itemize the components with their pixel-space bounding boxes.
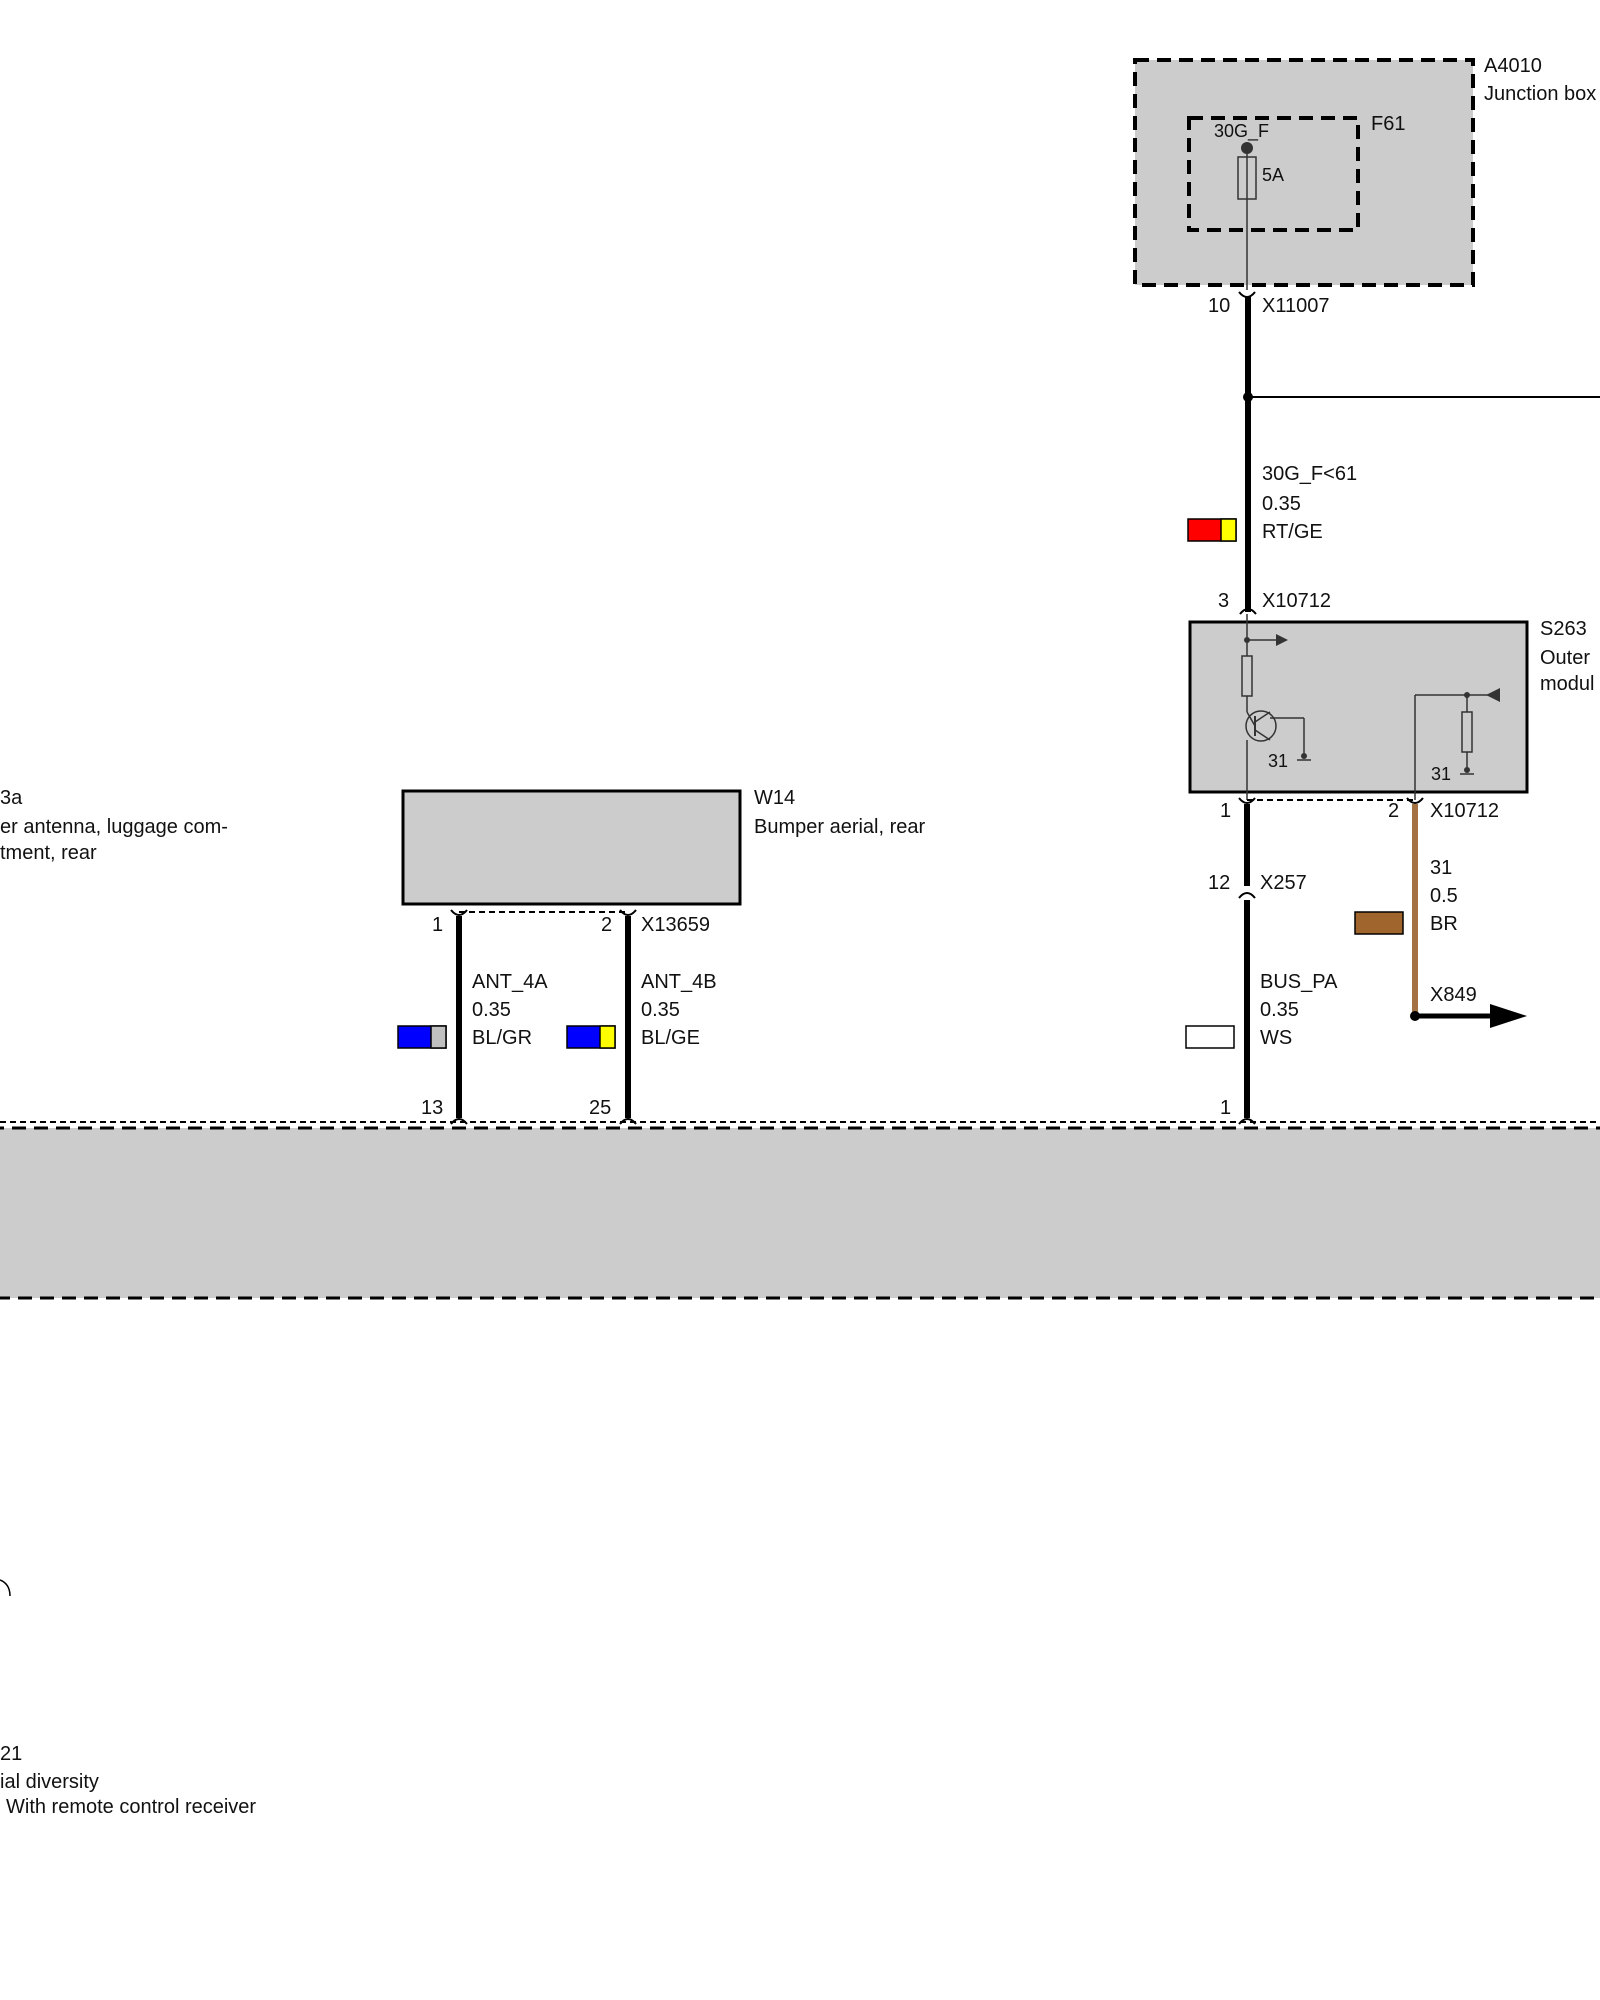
color-swatch-br [1354,911,1404,935]
connector-x257: 12 X257 [1208,872,1307,899]
x10712-top-id: X10712 [1262,590,1331,612]
wire-30g-size: 0.35 [1262,493,1301,515]
left-lower-line1: ial diversity [0,1771,99,1793]
fuse-rating: 5A [1262,165,1284,185]
left-upper-id: 3a [0,787,23,809]
x257-pin: 12 [1208,872,1230,894]
wire-bus-color: WS [1260,1027,1292,1049]
w14-name: Bumper aerial, rear [754,816,926,838]
connector-x13659: 1 2 X13659 [432,909,710,936]
wire-br-size: 0.5 [1430,885,1458,907]
color-swatch-ws [1185,1025,1235,1049]
bottom-pin-1: 1 [1220,1097,1231,1119]
x10712-bottom-pin-left: 1 [1220,800,1231,822]
x13659-id: X13659 [641,914,710,936]
wire-ant4b-color: BL/GE [641,1027,700,1049]
connector-x10712-top: 3 X10712 [1218,590,1331,615]
connector-x849: X849 [1410,984,1527,1028]
wire-ant4a-color: BL/GR [472,1027,532,1049]
wire-br-label: 31 0.5 BR [1354,857,1458,935]
wire-bus-pa-label: BUS_PA 0.35 WS [1185,971,1338,1049]
left-lower-id: 21 [0,1743,22,1765]
x10712-bottom-pin-right: 2 [1388,800,1399,822]
x13659-pin-left: 1 [432,914,443,936]
x11007-pin: 10 [1208,295,1230,317]
x10712-top-pin: 3 [1218,590,1229,612]
wire-br-color: BR [1430,913,1458,935]
wire-30g-f-label: 30G_F<61 0.35 RT/GE [1187,463,1357,543]
fuse-id: F61 [1371,113,1405,135]
wire-ant4b-size: 0.35 [641,999,680,1021]
connector-x11007: 10 X11007 [1208,291,1329,317]
arrow-right-icon [1490,1004,1527,1028]
left-upper-label: 3a er antenna, luggage com- tment, rear [0,787,228,864]
s263-ground-right: 31 [1431,764,1451,784]
left-upper-line1: er antenna, luggage com- [0,816,228,838]
wire-ant4b-name: ANT_4B [641,971,717,993]
x13659-pin-right: 2 [601,914,612,936]
left-lower-line2: With remote control receiver [6,1796,256,1818]
wire-ant-4a-label: ANT_4A 0.35 BL/GR [397,971,548,1049]
junction-box-a4010: A4010 Junction box [1133,55,1596,287]
component-w14: W14 Bumper aerial, rear [401,787,926,906]
bottom-pin-25: 25 [589,1097,611,1119]
fuse-pin-label: 30G_F [1214,121,1269,142]
module-s263: S263 Outer modul 31 31 [1188,614,1594,800]
x11007-id: X11007 [1262,295,1329,317]
junction-box-name: Junction box [1484,83,1596,105]
left-upper-line2: tment, rear [0,842,97,864]
wire-br-name: 31 [1430,857,1452,879]
wire-30g-color: RT/GE [1262,521,1323,543]
wire-30g-name: 30G_F<61 [1262,463,1357,485]
transistor-icon [1245,710,1277,742]
s263-id: S263 [1540,618,1587,640]
connector-x10712-bottom: 1 2 X10712 [1220,797,1499,822]
fuse-f61: F61 30G_F 5A [1187,113,1405,290]
wire-bus-name: BUS_PA [1260,971,1338,993]
w14-id: W14 [754,787,795,809]
x10712-bottom-id: X10712 [1430,800,1499,822]
bottom-module: 13 25 1 [0,1097,1600,1300]
x257-id: X257 [1260,872,1307,894]
wire-ant4a-name: ANT_4A [472,971,548,993]
s263-name-2: modul [1540,673,1594,695]
wire-ant4a-size: 0.35 [472,999,511,1021]
s263-ground-left: 31 [1268,751,1288,771]
bottom-pin-13: 13 [421,1097,443,1119]
wire-bus-size: 0.35 [1260,999,1299,1021]
left-lower-label: 21 ial diversity With remote control rec… [0,1743,256,1818]
junction-box-id: A4010 [1484,55,1542,77]
x849-id: X849 [1430,984,1477,1006]
wire-ant-4b-label: ANT_4B 0.35 BL/GE [566,971,717,1049]
s263-name-1: Outer [1540,647,1590,669]
